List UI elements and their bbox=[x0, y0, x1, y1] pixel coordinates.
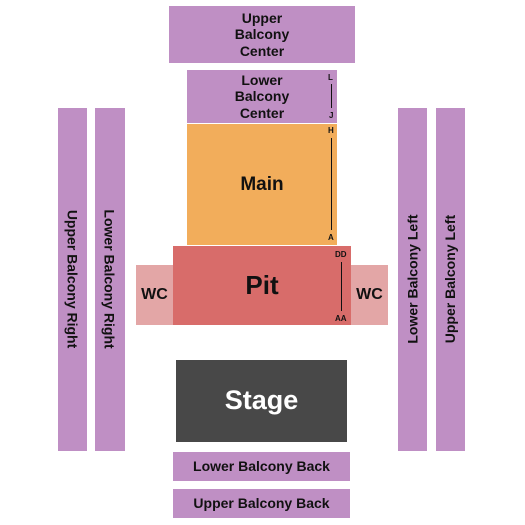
row-label-last: AA bbox=[335, 314, 347, 323]
row-indicator-line bbox=[331, 138, 332, 230]
row-label-last: J bbox=[329, 111, 334, 120]
section-lower-balcony-center[interactable]: Lower Balcony Center bbox=[187, 70, 337, 123]
stage-label: Stage bbox=[224, 385, 299, 416]
section-pit[interactable]: Pit bbox=[173, 246, 351, 325]
section-label: WC bbox=[141, 285, 168, 303]
section-upper-balcony-back[interactable]: Upper Balcony Back bbox=[173, 489, 350, 518]
stage: Stage bbox=[176, 360, 347, 442]
section-label: Pit bbox=[245, 269, 279, 300]
section-label: Lower Balcony Right bbox=[102, 209, 119, 350]
section-main[interactable]: Main bbox=[187, 124, 337, 245]
row-label-last: A bbox=[328, 233, 334, 242]
section-label: Lower Balcony Back bbox=[193, 458, 330, 475]
section-label: Upper Balcony Back bbox=[193, 495, 330, 512]
section-wc-left[interactable]: WC bbox=[136, 265, 173, 325]
section-label: Lower Balcony Left bbox=[404, 214, 421, 345]
row-indicator-line bbox=[341, 262, 342, 311]
section-upper-balcony-center[interactable]: Upper Balcony Center bbox=[169, 6, 355, 63]
section-label: Upper Balcony Right bbox=[64, 210, 81, 349]
section-label: Upper Balcony Left bbox=[442, 215, 459, 344]
section-label: Main bbox=[240, 173, 284, 195]
section-wc-right[interactable]: WC bbox=[351, 265, 388, 325]
row-label-first: L bbox=[328, 73, 333, 82]
row-label-first: H bbox=[328, 126, 334, 135]
section-lower-balcony-left[interactable]: Lower Balcony Left bbox=[398, 108, 427, 451]
section-upper-balcony-right[interactable]: Upper Balcony Right bbox=[58, 108, 87, 451]
section-label: Upper Balcony Center bbox=[234, 10, 290, 59]
section-lower-balcony-right[interactable]: Lower Balcony Right bbox=[95, 108, 125, 451]
row-label-first: DD bbox=[335, 250, 347, 259]
section-label: WC bbox=[356, 285, 383, 303]
row-indicator-line bbox=[331, 84, 332, 108]
section-lower-balcony-back[interactable]: Lower Balcony Back bbox=[173, 452, 350, 481]
section-label: Lower Balcony Center bbox=[234, 72, 290, 121]
section-upper-balcony-left[interactable]: Upper Balcony Left bbox=[436, 108, 465, 451]
